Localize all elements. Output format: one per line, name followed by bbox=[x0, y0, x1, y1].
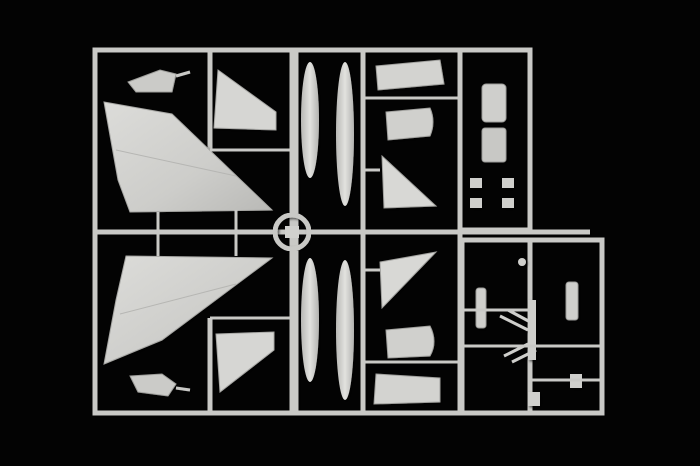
tank-2 bbox=[336, 62, 354, 206]
lower-delta-wing bbox=[103, 255, 274, 365]
fuel-tanks bbox=[301, 62, 354, 400]
lower-control-surface bbox=[215, 331, 275, 393]
tank-3 bbox=[301, 258, 319, 382]
tank-1 bbox=[301, 62, 319, 178]
cockpit-tub-top bbox=[481, 83, 507, 123]
intake-part-upper bbox=[385, 107, 434, 141]
tank-4 bbox=[336, 260, 354, 400]
runner-stubs bbox=[156, 148, 292, 320]
strut-left bbox=[475, 287, 487, 329]
upper-delta-wing bbox=[103, 101, 274, 213]
right-lower-runners bbox=[462, 308, 602, 382]
middle-parts bbox=[373, 59, 445, 405]
middle-connectors bbox=[363, 96, 460, 364]
panel-bottom bbox=[373, 373, 441, 405]
sprue-gate-ring bbox=[272, 212, 312, 252]
right-upper-parts bbox=[470, 83, 514, 208]
cockpit-tub-bottom bbox=[481, 127, 507, 163]
intake-part-lower bbox=[385, 325, 435, 359]
panel-top bbox=[375, 59, 445, 91]
small-part-bottom-left bbox=[129, 373, 191, 397]
small-part-top-left bbox=[127, 69, 191, 93]
strut-right bbox=[565, 281, 579, 321]
center-strut bbox=[528, 300, 536, 360]
sprue-frame bbox=[92, 47, 605, 416]
fin-lower bbox=[379, 251, 438, 310]
fin-upper bbox=[381, 154, 438, 209]
upper-control-surface bbox=[213, 69, 277, 131]
